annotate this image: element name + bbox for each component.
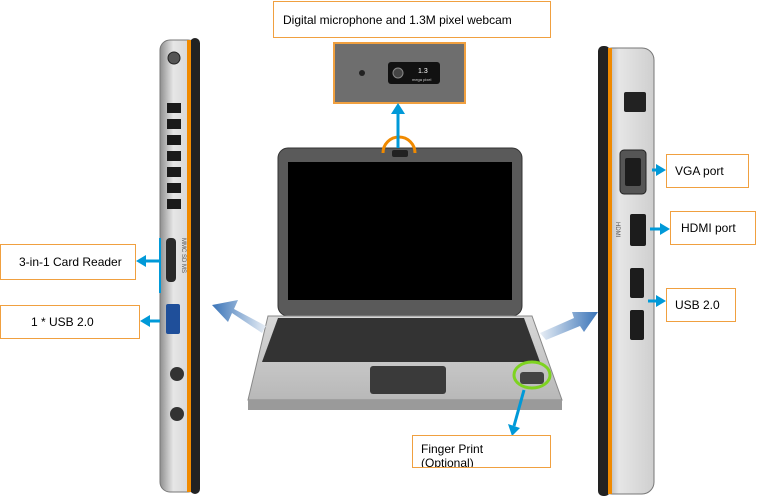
- audio-jack-1-icon: [170, 367, 184, 381]
- touchpad: [370, 366, 446, 394]
- card-slot-text: MMC SD MS: [180, 238, 186, 273]
- audio-jack-2-icon: [170, 407, 184, 421]
- left-side-view: [159, 38, 200, 494]
- vga-label: VGA port: [675, 164, 724, 178]
- usb-left-callout: 1 * USB 2.0: [0, 305, 140, 339]
- usb-left-label: 1 * USB 2.0: [31, 315, 94, 329]
- usb-port-left-icon: [166, 304, 180, 334]
- webcam-lens-icon: [392, 150, 408, 157]
- webcam-label: Digital microphone and 1.3M pixel webcam: [283, 12, 512, 27]
- fingerprint-sensor-icon: [520, 372, 544, 384]
- fingerprint-optional-label: (Optional): [421, 456, 474, 468]
- hdmi-label: HDMI port: [681, 221, 736, 235]
- pointer-lines: [136, 103, 670, 436]
- webcam-badge-top: 1.3: [418, 68, 428, 75]
- keyboard: [262, 318, 540, 362]
- fingerprint-highlight: [512, 360, 552, 390]
- hdmi-callout: HDMI port: [670, 211, 756, 245]
- card-reader-callout: 3-in-1 Card Reader: [0, 244, 136, 280]
- vga-callout: VGA port: [666, 154, 749, 188]
- right-side-arrow: [540, 312, 598, 340]
- usb-right-label: USB 2.0: [675, 298, 720, 312]
- vent-grille: [167, 103, 181, 209]
- card-reader-label: 3-in-1 Card Reader: [19, 255, 122, 269]
- left-side-arrow: [212, 300, 266, 333]
- webcam-callout: Digital microphone and 1.3M pixel webcam: [273, 1, 551, 38]
- laptop-screen: [288, 162, 512, 300]
- ethernet-port-icon: [624, 92, 646, 112]
- usb-port-right-1-icon: [630, 268, 644, 298]
- usb-port-right-2-icon: [630, 310, 644, 340]
- hdmi-port-text: HDMI: [614, 222, 620, 238]
- card-slot-icon: [166, 238, 176, 282]
- webcam-badge-bottom: mega pixel: [412, 77, 431, 82]
- right-side-view: [598, 46, 655, 496]
- fingerprint-callout: Finger Print (Optional): [412, 435, 551, 468]
- fingerprint-label: Finger Print: [421, 442, 484, 456]
- webcam-closeup: [333, 42, 466, 104]
- laptop-front-view: [247, 147, 563, 410]
- power-jack-icon: [167, 51, 181, 65]
- hdmi-port-icon: [630, 214, 646, 246]
- usb-right-callout: USB 2.0: [666, 288, 736, 322]
